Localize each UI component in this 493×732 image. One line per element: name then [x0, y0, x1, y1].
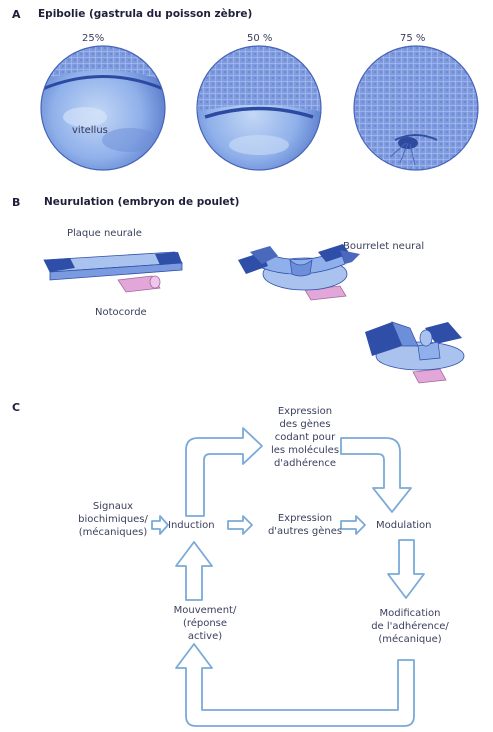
- yolk-label: vitellus: [72, 125, 108, 136]
- panel-a-letter: A: [12, 8, 21, 21]
- embryo-25: [40, 45, 166, 171]
- movement-node: Mouvement/ (réponse active): [173, 605, 237, 642]
- arrow-signals-induction: [151, 515, 169, 535]
- panel-b-title: Neurulation (embryon de poulet): [44, 196, 240, 208]
- embryo-75: [353, 45, 479, 171]
- panel-a-title: Epibolie (gastrula du poisson zèbre): [38, 8, 253, 20]
- stage-label-75: 75 %: [400, 33, 426, 44]
- expression-other-node: Expression d'autres gènes: [267, 513, 343, 537]
- stage-label-50: 50 %: [247, 33, 273, 44]
- arrow-top-left: [185, 427, 263, 517]
- neural-fold-label: Bourrelet neural: [343, 241, 425, 252]
- panel-c-letter: C: [12, 401, 21, 414]
- arrow-right-down: [387, 539, 425, 599]
- arrow-induction-expression: [227, 515, 253, 535]
- neural-fold-stage: [238, 244, 360, 301]
- induction-node: Induction: [168, 520, 215, 531]
- arrow-left-up: [175, 541, 213, 601]
- modulation-node: Modulation: [376, 520, 432, 531]
- neural-tube-stage: [365, 321, 465, 384]
- adhesion-change-node: Modification de l'adhérence/ (mécanique): [371, 608, 449, 645]
- cycle-arrows: [151, 427, 425, 727]
- arrow-top-right: [340, 437, 412, 513]
- arrow-bottom-loop: [175, 643, 415, 727]
- expression-adhesion-node: Expression des gènes codant pour les mol…: [270, 406, 340, 469]
- arrow-expression-modulation: [340, 515, 366, 535]
- epiboly-illustration: [40, 45, 479, 171]
- neural-plate-stage: [43, 251, 183, 293]
- signals-label: Signaux biochimiques/ (mécaniques): [78, 501, 148, 538]
- panel-b-letter: B: [12, 196, 21, 209]
- notochord-label: Notocorde: [95, 307, 147, 318]
- embryo-50: [196, 45, 322, 171]
- neural-plate-label: Plaque neurale: [67, 228, 142, 239]
- stage-label-25: 25%: [82, 33, 105, 44]
- neurulation-illustration: [43, 244, 465, 384]
